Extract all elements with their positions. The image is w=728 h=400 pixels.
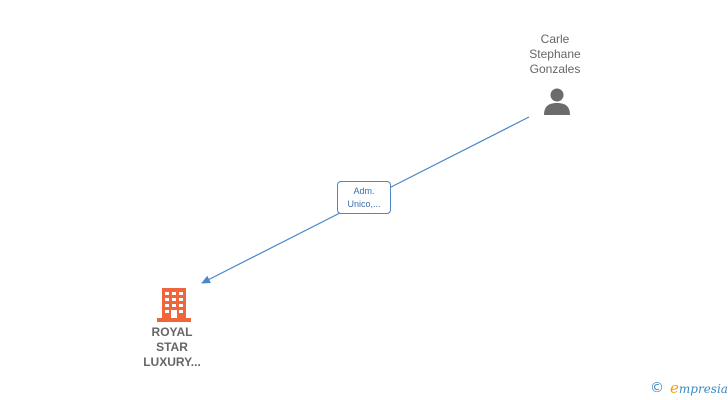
relation-label-line: Unico,...: [347, 199, 381, 209]
person-icon[interactable]: [542, 86, 572, 116]
company-name-line: LUXURY...: [143, 355, 201, 369]
brand-watermark: © empresia: [650, 378, 728, 398]
copyright-icon: ©: [650, 380, 664, 396]
relation-label-line: Adm.: [353, 186, 375, 196]
brand-rest: mpresia: [678, 382, 728, 396]
company-name-label[interactable]: ROYAL STAR LUXURY...: [122, 325, 222, 370]
person-name-line: Gonzales: [529, 62, 581, 76]
building-icon[interactable]: [157, 286, 191, 322]
brand-logo: empresia: [670, 379, 728, 397]
brand-initial: e: [670, 379, 679, 397]
company-name-line: STAR: [156, 340, 188, 354]
relation-label-badge[interactable]: Adm. Unico,...: [337, 181, 391, 214]
company-name-line: ROYAL: [151, 325, 193, 339]
person-name-line: Carle: [540, 32, 570, 46]
person-name-label[interactable]: Carle Stephane Gonzales: [505, 32, 605, 77]
person-name-line: Stephane: [529, 47, 581, 61]
